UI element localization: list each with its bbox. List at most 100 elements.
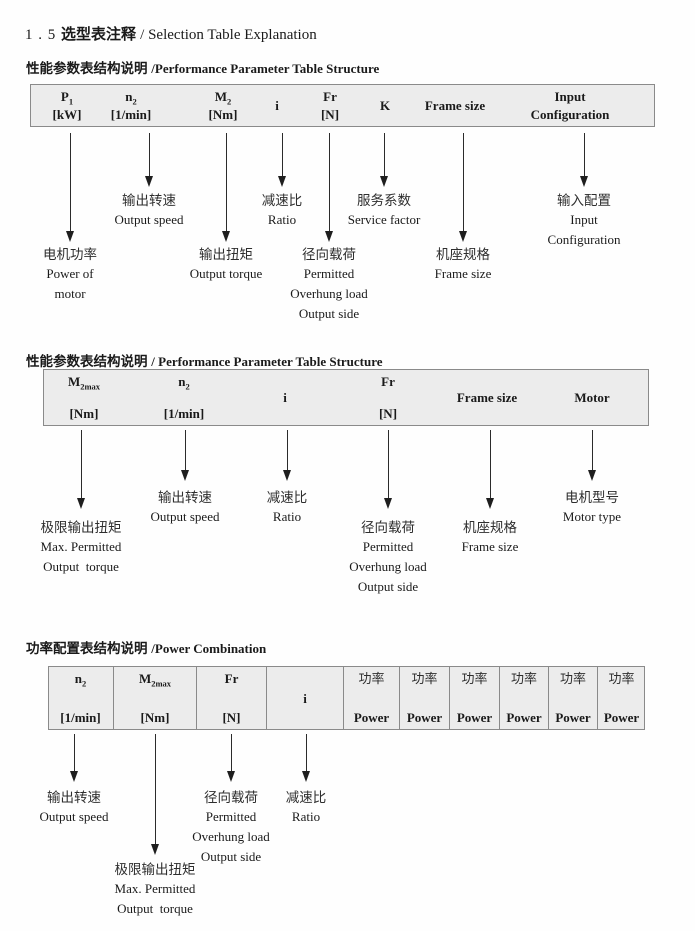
table-cell: Fr[N]	[321, 84, 339, 127]
cell-label: n2	[178, 374, 190, 392]
callout-label-en: Input	[570, 212, 598, 227]
cell-label: M2max	[67, 374, 101, 392]
down-arrowhead-icon	[181, 470, 189, 481]
callout-label-en: Output torque	[43, 559, 119, 574]
section-heading-performance-1: 性能参数表结构说明 /Performance Parameter Table S…	[10, 39, 379, 96]
page-title-zh: 选型表注释	[61, 26, 141, 43]
section-heading-performance-2: 性能参数表结构说明 / Performance Parameter Table …	[10, 332, 383, 389]
cell-label: Fr	[323, 89, 337, 104]
callout-label-en: Permitted	[362, 539, 414, 554]
callout-label-zh: 输入配置	[557, 193, 611, 208]
callout-label-zh: 极限输出扭矩	[114, 862, 196, 877]
callout-label-en: Overhung load	[192, 829, 270, 844]
cell-subscript: 2	[227, 96, 232, 107]
down-arrowhead-icon	[151, 844, 159, 855]
table-cell: M2max[Nm]	[114, 666, 197, 730]
callout-label-en: Service factor	[347, 212, 421, 227]
callout-label-en: Configuration	[547, 232, 621, 247]
cell-label: i	[303, 690, 307, 706]
section-heading-zh: 性能参数表结构说明	[26, 354, 152, 369]
table-cell: i	[267, 666, 344, 730]
cell-label: Power	[456, 710, 493, 725]
callout-line	[149, 133, 150, 176]
table-cell: Frame size	[457, 369, 517, 426]
callout-line	[490, 430, 491, 498]
table-cell: M2[Nm]	[209, 84, 238, 127]
cell-label: Frame size	[424, 98, 486, 113]
callout-label-zh: 输出转速	[122, 193, 176, 208]
callout-label-zh: 机座规格	[462, 520, 517, 535]
callout-line	[81, 430, 82, 498]
cell-label: Power	[353, 710, 390, 725]
callout-label-zh: 减速比	[285, 790, 327, 805]
cell-label: Input	[554, 89, 586, 104]
callout-label-en: Ratio	[291, 809, 321, 824]
section-heading-zh: 性能参数表结构说明	[26, 61, 152, 76]
table-cell: Fr[N]	[197, 666, 267, 730]
callout-label: 减速比 Ratio	[262, 192, 303, 230]
page-title-number: 1 . 5	[25, 27, 61, 43]
callout-line	[70, 133, 71, 231]
cell-label-zh: 功率	[411, 671, 438, 686]
down-arrowhead-icon	[459, 231, 467, 242]
callout-label-zh: 服务系数	[356, 193, 411, 208]
callout-label-zh: 减速比	[266, 490, 308, 505]
callout-label-en: Overhung load	[349, 559, 427, 574]
callout-label-en: Ratio	[267, 212, 297, 227]
down-arrowhead-icon	[588, 470, 596, 481]
callout-label-en: Overhung load	[290, 286, 368, 301]
callout-label-en: Output side	[298, 306, 360, 321]
cell-label: [N]	[378, 406, 398, 421]
callout-label-zh: 径向载荷	[302, 247, 356, 262]
cell-label: i	[283, 390, 287, 405]
callout-line	[226, 133, 227, 231]
callout-label-zh: 输出转速	[47, 790, 101, 805]
callout-line	[384, 133, 385, 176]
cell-label: [1/min]	[60, 710, 101, 725]
down-arrowhead-icon	[77, 498, 85, 509]
callout-label-en: Output speed	[114, 212, 184, 227]
callout-label: 减速比 Ratio	[286, 789, 327, 827]
table-cell: n2[1/min]	[111, 84, 151, 127]
down-arrowhead-icon	[580, 176, 588, 187]
callout-label-en: Max. Permitted	[40, 539, 122, 554]
table-cell: n2 [1/min]	[48, 666, 114, 730]
cell-label-zh: 功率	[461, 671, 488, 686]
cell-label: Configuration	[530, 107, 610, 122]
cell-subscript: 1	[68, 96, 74, 107]
callout-line	[388, 430, 389, 498]
callout-line	[287, 430, 288, 470]
section-heading-en: /Power Combination	[151, 641, 267, 656]
cell-label: n2	[74, 671, 87, 689]
cell-label-zh: 功率	[358, 671, 385, 686]
callout-label-en: Max. Permitted	[114, 881, 196, 896]
callout-label-zh: 电机功率	[43, 247, 97, 262]
callout-label-en: Ratio	[272, 509, 302, 524]
down-arrowhead-icon	[486, 498, 494, 509]
callout-label-en: Permitted	[303, 266, 355, 281]
callout-label-zh: 电机型号	[564, 490, 619, 505]
cell-label: Power	[406, 710, 443, 725]
cell-label: [N]	[222, 710, 241, 725]
cell-label: Power	[555, 710, 591, 725]
callout-label-en: Output torque	[189, 266, 263, 281]
callout-label-zh: 减速比	[261, 193, 303, 208]
table-cell: i	[283, 369, 287, 426]
cell-label: Power	[506, 710, 542, 725]
callout-label-zh: 径向载荷	[204, 790, 258, 805]
cell-label: [1/min]	[110, 107, 152, 122]
cell-label: Frame size	[456, 390, 518, 405]
table-cell: Motor	[574, 369, 609, 426]
cell-label: M2max	[138, 671, 172, 689]
table-cell: 功率 Power	[450, 666, 500, 730]
cell-subscript: 2max	[151, 678, 172, 689]
down-arrowhead-icon	[278, 176, 286, 187]
